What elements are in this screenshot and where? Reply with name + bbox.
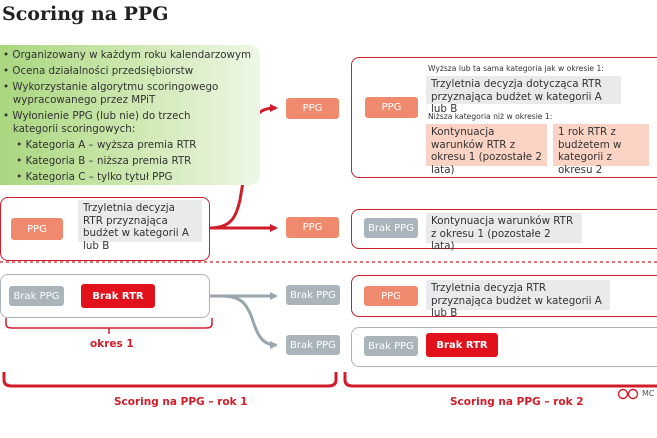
credit-initials: MC (642, 389, 655, 398)
ppg-badge: PPG (364, 286, 418, 306)
bullet-line: wypracowanego przez MPiT (3, 94, 156, 106)
ppg-badge: PPG (11, 218, 63, 240)
bullet-line: • Wykorzystanie algorytmu scoringowego (3, 81, 219, 93)
one-year-box: 1 rok RTR z budżetem w kategorii z okres… (553, 124, 649, 176)
brak-ppg-badge: Brak PPG (364, 336, 418, 356)
arrow-to-brak-ppg-lower (219, 294, 278, 349)
brak-ppg-badge: Brak PPG (286, 285, 340, 305)
okres1-label: okres 1 (90, 338, 134, 350)
okres1-bracket (5, 318, 213, 329)
brak-rtr-badge: Brak RTR (426, 333, 498, 357)
year1-footer: Scoring na PPG – rok 1 (114, 396, 248, 408)
year2-brak-ppg-frame (351, 209, 657, 249)
year1-bracket (2, 372, 338, 388)
brak-ppg-badge: Brak PPG (9, 286, 64, 306)
ppg-badge: PPG (365, 97, 418, 118)
continuation-box-2: Kontynuacja warunków RTR z okresu 1 (poz… (426, 213, 582, 252)
ppg-badge: PPG (286, 217, 339, 238)
year1-brak-ppg-frame (0, 274, 210, 318)
bullet-line: kategorii scoringowych: (3, 123, 136, 135)
bullet-line: • Kategoria C – tylko tytuł PPG (3, 171, 173, 183)
year2-brak-rtr-frame (351, 327, 657, 367)
same-category-decision: Trzyletnia decyzja dotycząca RTR przyzna… (426, 76, 621, 115)
bullet-line: • Kategoria B – niższa premia RTR (3, 155, 192, 167)
year2-ppg-frame-lower (351, 275, 657, 317)
page-title: Scoring na PPG (2, 3, 169, 25)
lower-category-note: Niższa kategoria niż w okresie 1: (428, 112, 553, 121)
continuation-box: Kontynuacja warunków RTR z okresu 1 (poz… (426, 124, 547, 176)
brak-ppg-badge: Brak PPG (286, 335, 340, 355)
same-category-note: Wyższa lub ta sama kategoria jak w okres… (428, 64, 604, 73)
bullet-line: • Organizowany w każdym roku kalendarzow… (3, 49, 252, 61)
year1-decision-box: Trzyletnia decyzja RTR przyznająca budże… (78, 200, 202, 252)
year2-bracket (343, 372, 657, 388)
criteria-panel (0, 45, 260, 185)
bullet-line: • Kategoria A – wyższa premia RTR (3, 139, 197, 151)
brak-rtr-badge: Brak RTR (81, 284, 155, 308)
bullet-line: • Wyłonienie PPG (lub nie) do trzech (3, 110, 191, 122)
bullet-line: • Ocena działalności przedsiębiorstw (3, 65, 194, 77)
brak-ppg-badge: Brak PPG (364, 218, 418, 238)
year2-ppg-frame-upper (351, 57, 657, 178)
year1-ppg-frame (0, 197, 210, 261)
year2-footer: Scoring na PPG – rok 2 (450, 396, 584, 408)
ppg-badge: PPG (286, 98, 339, 119)
new-decision-box: Trzyletnia decyzja RTR przyznająca budże… (426, 280, 610, 319)
